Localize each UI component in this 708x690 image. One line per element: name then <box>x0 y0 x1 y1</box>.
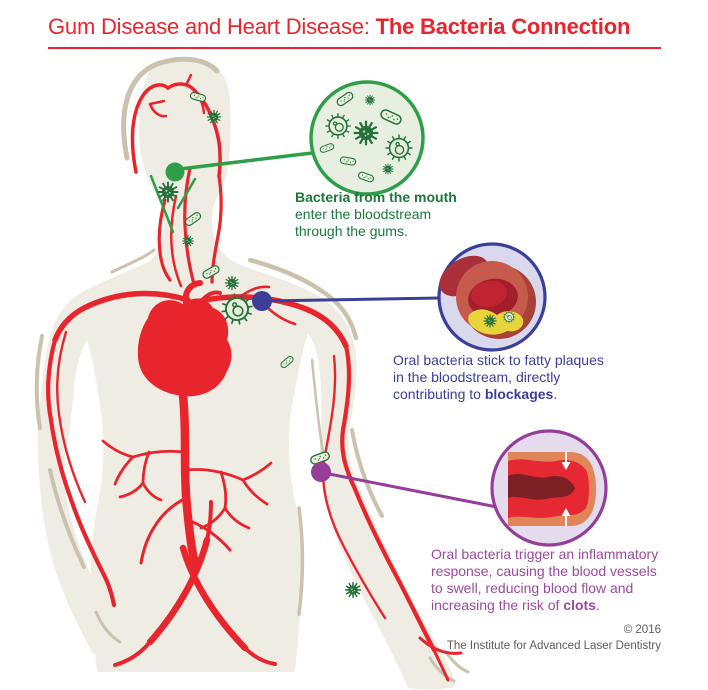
mouth-bacteria-circle <box>309 80 425 196</box>
body-silhouette <box>37 59 456 690</box>
page-title-emphasis: The Bacteria Connection <box>375 14 631 39</box>
mouth-marker <box>149 174 197 234</box>
title-underline <box>48 47 661 49</box>
inflamed-vessel-illustration <box>508 452 596 526</box>
inflammation-callout-line <box>323 471 498 509</box>
inflamed-vessel-circle <box>490 429 608 547</box>
callout-mouth-text: Bacteria from the mouth enter the bloods… <box>295 189 495 240</box>
plaque-vessel-illustration <box>439 255 536 339</box>
callout-plaques-text: Oral bacteria stick to fatty plaques in … <box>393 352 604 402</box>
page-title-prefix: Gum Disease and Heart Disease: <box>48 14 376 39</box>
blockages-keyword: blockages <box>484 386 554 402</box>
copyright-organization: The Institute for Advanced Laser Dentist… <box>446 640 661 652</box>
plaque-callout-line <box>265 296 441 303</box>
clots-keyword: clots <box>563 597 596 613</box>
callout-mouth-heading: Bacteria from the mouth <box>295 189 457 205</box>
swelling-arrows <box>561 452 571 526</box>
plaque-vessel-circle <box>437 242 547 352</box>
copyright-year: © 2016 <box>623 624 661 636</box>
plaque-callout-dot <box>252 291 272 311</box>
copyright-block: © 2016 The Institute for Advanced Laser … <box>447 622 661 654</box>
callout-mouth-body: enter the bloodstream through the gums. <box>295 206 432 239</box>
callout-inflammation-text: Oral bacteria trigger an inflammatory re… <box>431 546 659 613</box>
mouth-callout-dot <box>165 162 185 182</box>
inflammation-callout-dot <box>311 462 331 482</box>
artery-network <box>46 73 463 682</box>
page-title: Gum Disease and Heart Disease: The Bacte… <box>48 14 668 40</box>
mouth-callout-line <box>179 151 313 171</box>
heart <box>137 298 232 397</box>
